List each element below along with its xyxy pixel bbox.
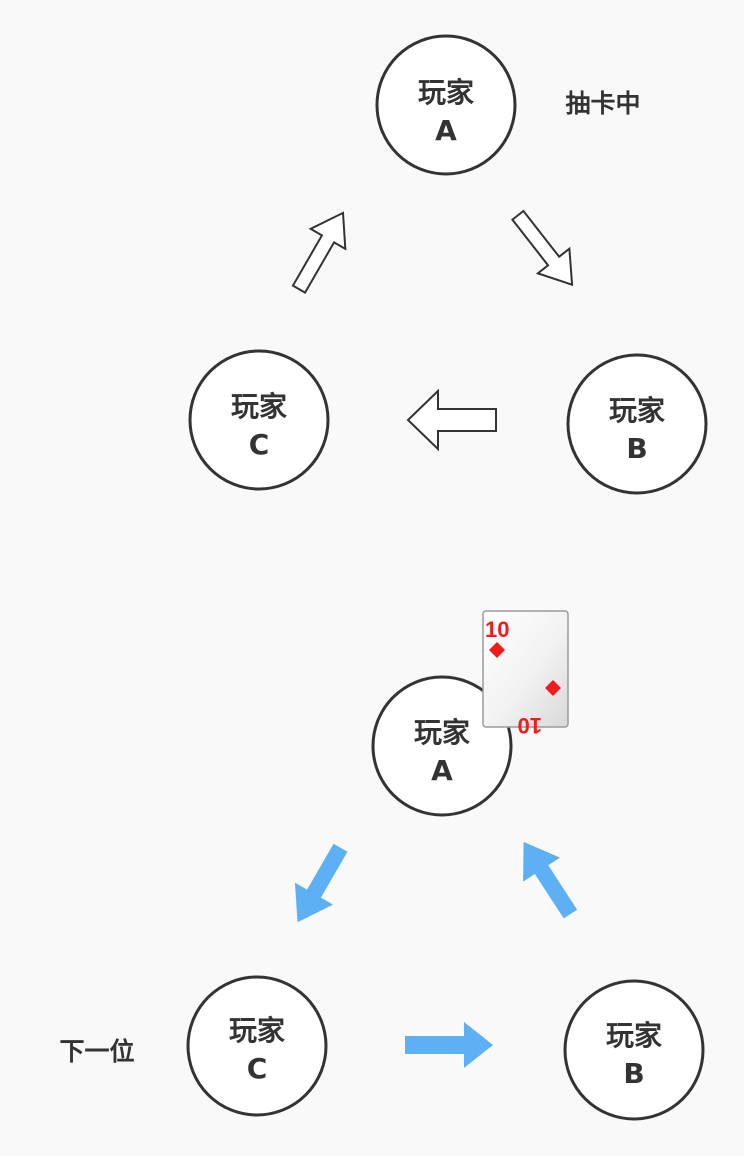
outline-arrow-icon bbox=[510, 209, 574, 287]
outline-arrow-icon bbox=[406, 388, 497, 452]
top-node-b-label: 玩家 bbox=[609, 394, 665, 427]
top-node-c: 玩家 C bbox=[188, 349, 330, 491]
diamond-suit-icon bbox=[489, 642, 505, 658]
bottom-node-c-label: 玩家 bbox=[229, 1014, 285, 1047]
top-node-c-label: 玩家 bbox=[231, 390, 287, 423]
diamond-suit-icon bbox=[545, 680, 561, 696]
bottom-node-c: 玩家 C bbox=[186, 975, 328, 1117]
bottom-status-note: 下一位 bbox=[59, 1037, 134, 1066]
top-node-b: 玩家 B bbox=[566, 353, 708, 495]
bottom-node-b-letter: B bbox=[623, 1057, 644, 1090]
bottom-node-a-letter: A bbox=[431, 754, 453, 787]
outline-arrow-icon bbox=[291, 211, 347, 294]
top-status-note: 抽卡中 bbox=[565, 89, 640, 118]
top-node-a: 玩家 A bbox=[375, 34, 517, 176]
top-node-c-letter: C bbox=[249, 428, 270, 461]
bottom-node-b: 玩家 B bbox=[563, 979, 705, 1121]
top-diagram: 玩家 A 玩家 B 玩家 C 抽卡中 bbox=[188, 34, 708, 495]
top-node-a-letter: A bbox=[435, 114, 457, 147]
blue-arrow-icon bbox=[405, 1022, 493, 1068]
blue-arrow-icon bbox=[523, 841, 578, 919]
card-rank-bottom: 10 bbox=[518, 713, 542, 738]
top-node-a-label: 玩家 bbox=[418, 76, 474, 109]
bottom-node-b-label: 玩家 bbox=[606, 1019, 662, 1052]
card-rank-top: 10 bbox=[485, 617, 509, 642]
bottom-node-a-label: 玩家 bbox=[414, 716, 470, 749]
bottom-node-a: 玩家 A bbox=[371, 675, 513, 817]
playing-card: 10 10 bbox=[482, 610, 569, 738]
blue-arrow-icon bbox=[294, 843, 348, 923]
top-node-b-letter: B bbox=[626, 432, 647, 465]
bottom-diagram: 玩家 A 玩家 B 玩家 C 下一位 10 bbox=[59, 610, 705, 1121]
bottom-node-c-letter: C bbox=[247, 1052, 268, 1085]
